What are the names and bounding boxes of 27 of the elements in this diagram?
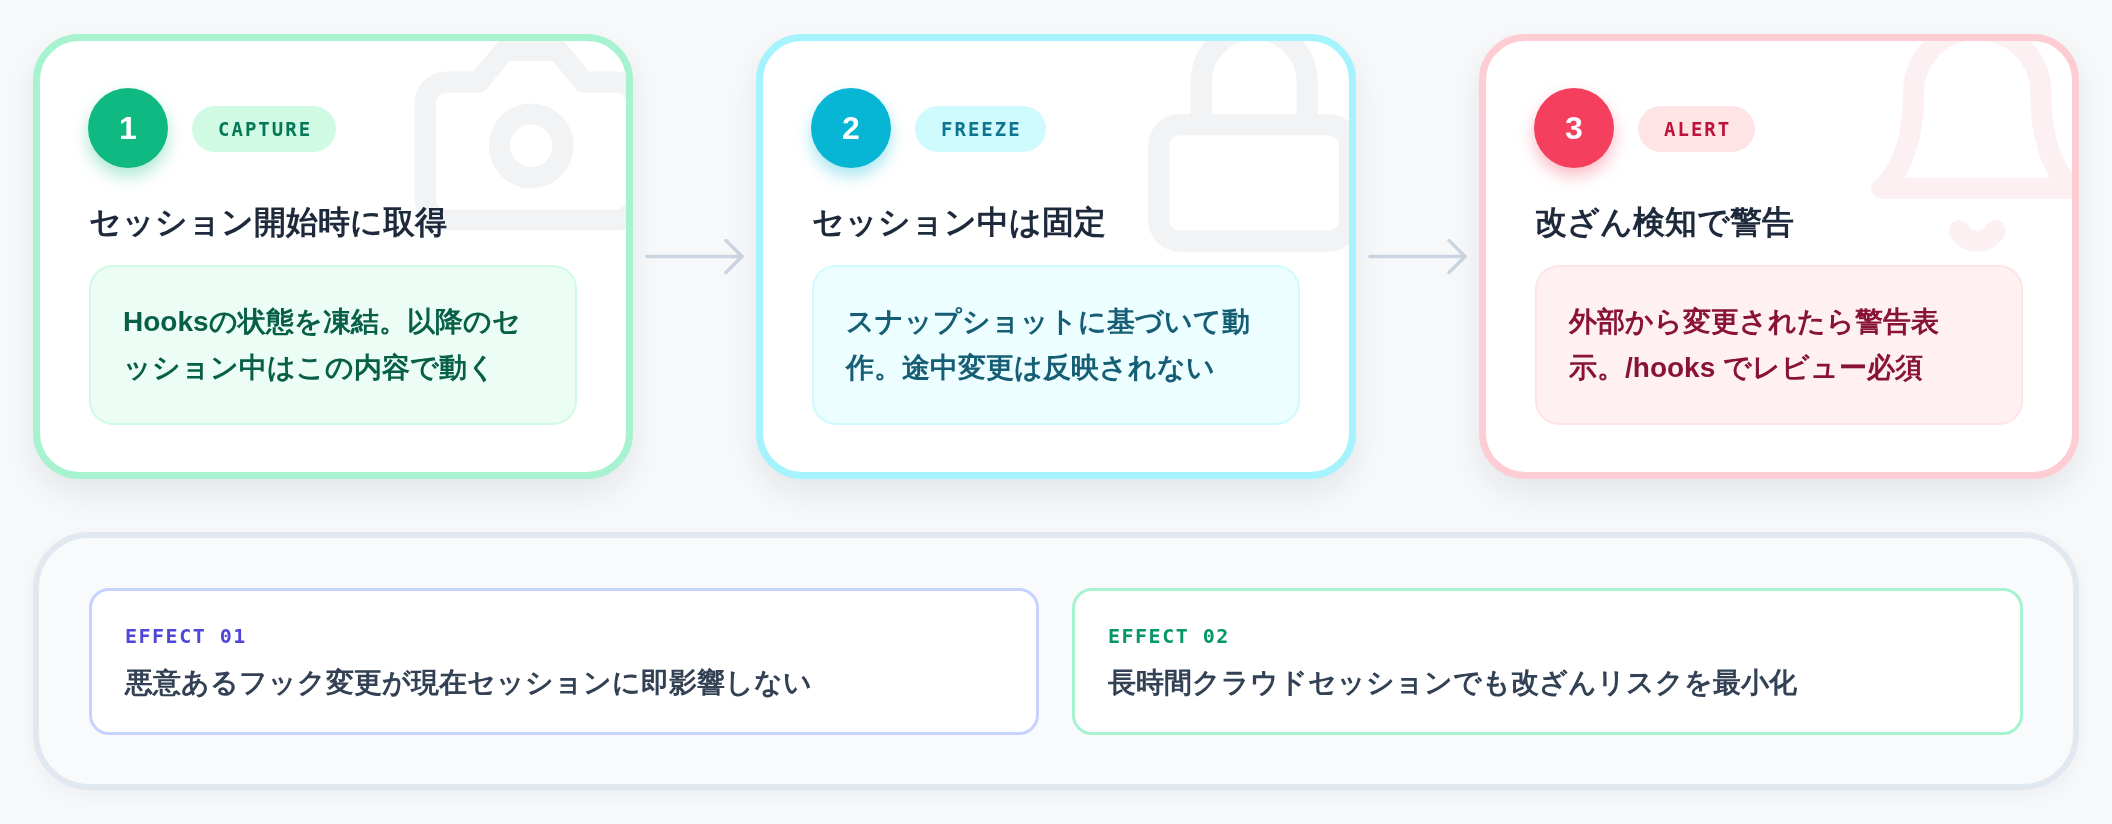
effect-text: 悪意あるフック変更が現在セッションに即影響しない (125, 666, 812, 700)
arrow (645, 238, 744, 275)
description-text: スナップショットに基づいて動作。途中変更は反映されない (846, 305, 1251, 385)
outline-panel (33, 532, 2079, 790)
step-tag: FREEZE (915, 106, 1046, 152)
number-circle: 1 (88, 88, 168, 168)
effect-card (89, 588, 1039, 735)
number-circle: 3 (1534, 88, 1614, 168)
effect-card (1072, 588, 2023, 735)
description-box (812, 265, 1300, 425)
effect-label: EFFECT 01 (125, 624, 247, 648)
arrow (1368, 238, 1467, 275)
step-card (1479, 34, 2079, 479)
description-text: 外部から変更されたら警告表示。/hooks でレビュー必須 (1569, 305, 1940, 385)
step-title: セッション中は固定 (812, 203, 1106, 241)
step-title: セッション開始時に取得 (89, 203, 447, 241)
step-card (756, 34, 1356, 479)
description-box (1535, 265, 2023, 425)
step-tag: CAPTURE (192, 106, 337, 152)
step-tag: ALERT (1638, 106, 1756, 152)
number-circle: 2 (811, 88, 891, 168)
step-card (33, 34, 633, 479)
effect-label: EFFECT 02 (1108, 624, 1230, 648)
effect-text: 長時間クラウドセッションでも改ざんリスクを最小化 (1108, 666, 1797, 700)
description-text: Hooksの状態を凍結。以降のセッション中はこの内容で動く (123, 305, 522, 385)
step-title: 改ざん検知で警告 (1535, 203, 1794, 241)
description-box (89, 265, 577, 425)
